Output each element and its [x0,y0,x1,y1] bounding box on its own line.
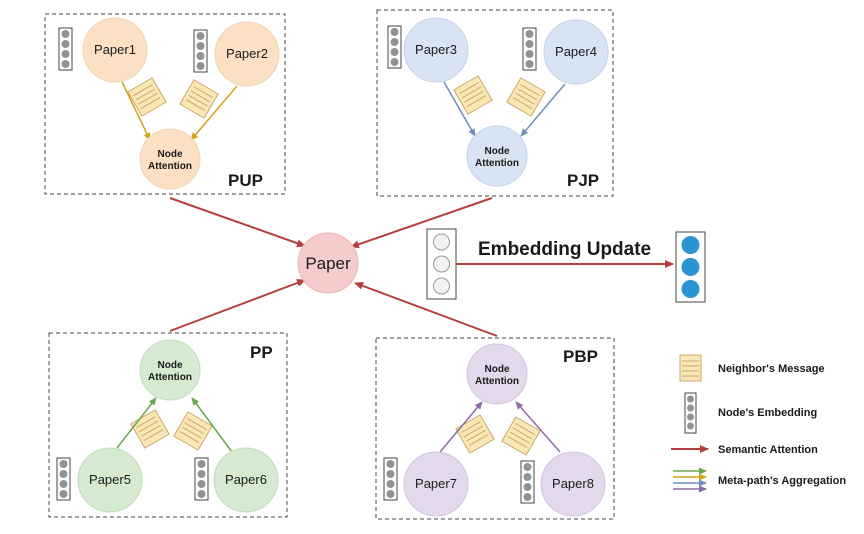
message-envelope [455,414,495,454]
node-attention-label: Attention [475,376,519,387]
embedding-vector [520,460,535,504]
message-envelope [179,79,219,119]
old-embedding [426,228,457,300]
group-pbp-title: PBP [563,347,598,366]
paper-node-label: Paper7 [415,476,457,491]
group-pp-frame [48,332,288,518]
semantic-arrow [354,282,498,337]
aggregation-arrow [439,401,483,453]
paper-node-label: Paper1 [94,42,136,57]
paper-node [82,17,148,83]
node-attention-label: Attention [148,372,192,383]
group-pjp: PJP Paper3 Paper4 Node Attention [376,9,614,197]
center-paper-label: Paper [305,254,351,273]
paper-node [214,21,280,87]
aggregation-arrow [520,83,566,137]
group-pup-frame [44,13,286,195]
node-attention [466,125,528,187]
paper-node-label: Paper3 [415,42,457,57]
aggregation-arrow [443,81,476,137]
message-envelope [130,409,170,449]
message-envelope [453,75,493,115]
legend-neighbor-message: Neighbor's Message [718,363,825,375]
paper-node [543,19,609,85]
paper-node-label: Paper5 [89,472,131,487]
node-attention [466,343,528,405]
paper-node [213,447,279,513]
embedding-vector [56,457,71,501]
paper-node [540,451,606,517]
paper-node-label: Paper2 [226,46,268,61]
aggregation-arrow [121,81,151,141]
paper-node [403,17,469,83]
node-attention-label: Node [158,149,183,160]
node-attention-label: Node [158,360,183,371]
updated-embedding [675,231,706,303]
embedding-vector [193,29,208,73]
semantic-arrow [350,197,493,249]
embedding-vector [383,457,398,501]
paper-node-label: Paper6 [225,472,267,487]
semantic-arrow [169,197,306,248]
center-paper-node [297,232,359,294]
paper-node [77,447,143,513]
aggregation-arrow [515,401,561,453]
message-envelope [501,416,541,456]
legend-message-icon [679,354,702,382]
group-pjp-title: PJP [567,171,599,190]
node-attention-label: Attention [148,161,192,172]
aggregation-arrow [190,85,238,141]
group-pbp: PBP Node Attention Paper7 Paper8 [375,337,615,520]
node-attention [139,339,201,401]
legend-embedding-icon [684,392,697,434]
embedding-update-label: Embedding Update [478,239,651,260]
embedding-vector [58,27,73,71]
paper-node [403,451,469,517]
embedding-vector [194,457,209,501]
legend: Neighbor's Message Node's Embedding Sema… [671,354,846,493]
embedding-vector [522,27,537,71]
node-attention-label: Node [485,364,510,375]
node-attention [139,128,201,190]
message-envelope [173,411,213,451]
legend-meta-path-aggregation: Meta-path's Aggregation [718,475,846,487]
legend-node-embedding: Node's Embedding [718,407,817,419]
legend-semantic-attention: Semantic Attention [718,444,818,456]
group-pp: PP Node Attention Paper5 Paper6 [48,332,288,518]
aggregation-arrow [116,397,157,449]
aggregation-arrow [191,397,233,453]
paper-node-label: Paper8 [552,476,594,491]
semantic-arrow [169,279,306,332]
node-attention-label: Node [485,146,510,157]
group-pup: PUP Paper1 Paper2 Node Attention [44,13,286,195]
group-pbp-frame [375,337,615,520]
embedding-vector [387,25,402,69]
paper-node-label: Paper4 [555,44,597,59]
node-attention-label: Attention [475,158,519,169]
group-pp-title: PP [250,343,273,362]
group-pup-title: PUP [228,171,263,190]
message-envelope [127,77,167,117]
message-envelope [506,77,546,117]
group-pjp-frame [376,9,614,197]
